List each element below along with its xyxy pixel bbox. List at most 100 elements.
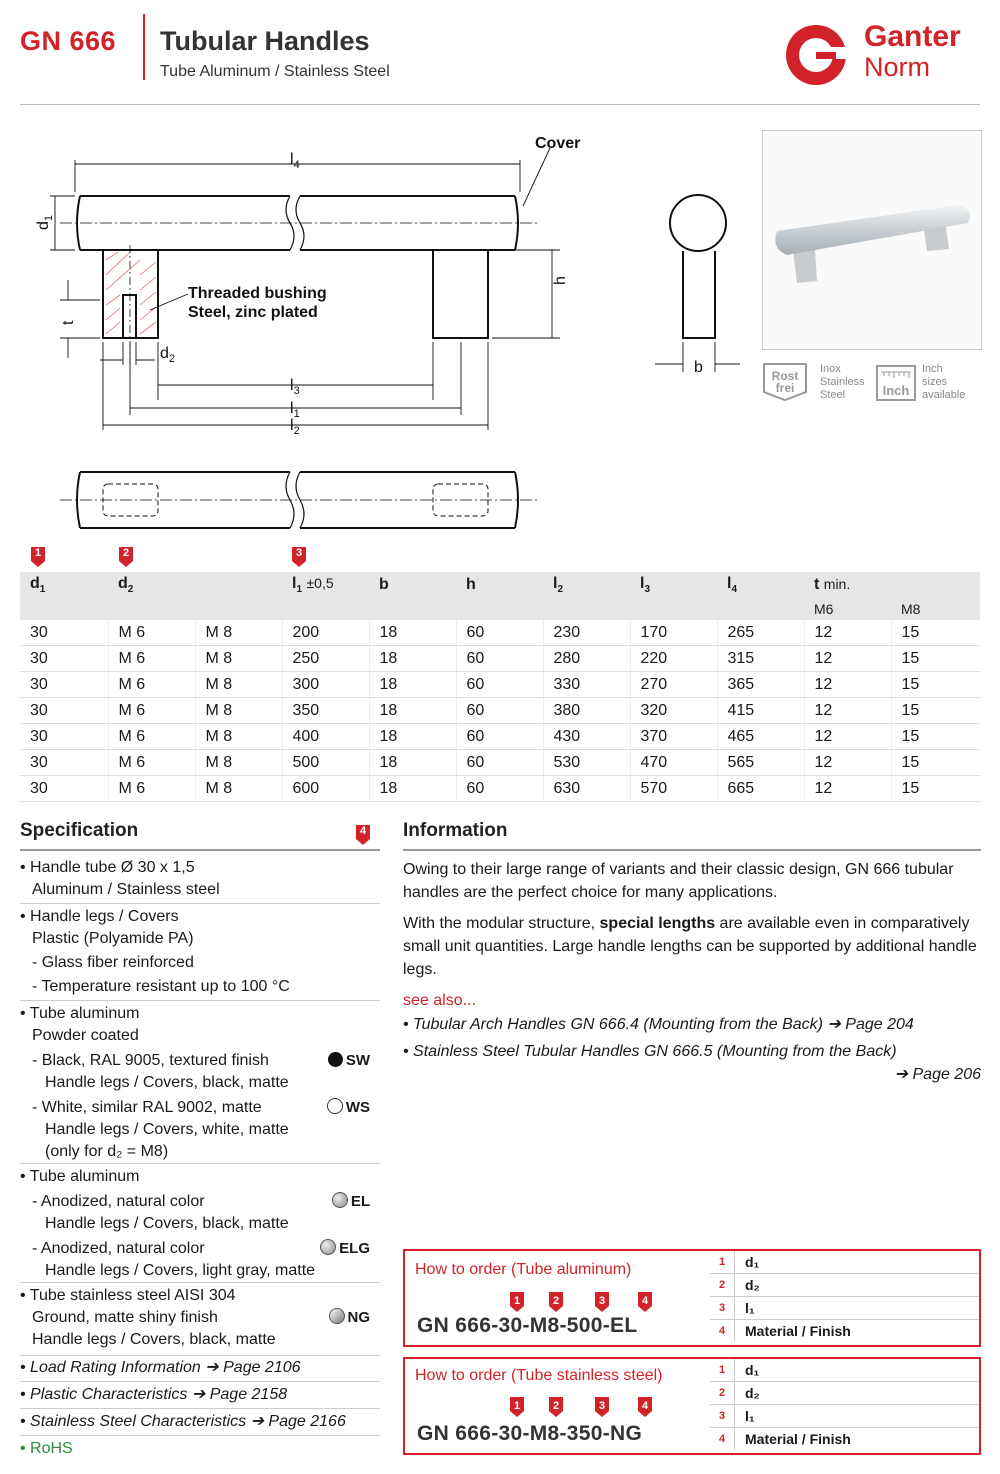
table-cell: 60 bbox=[456, 645, 544, 672]
svg-text:Cover: Cover bbox=[535, 135, 580, 152]
svg-text:4: 4 bbox=[642, 1295, 649, 1307]
table-cell: 15 bbox=[891, 620, 980, 646]
table-cell: 270 bbox=[630, 671, 718, 698]
table-cell: 400 bbox=[282, 723, 370, 750]
tubular-handle-image bbox=[775, 205, 971, 283]
table-cell: 300 bbox=[282, 671, 370, 698]
table-cell: 60 bbox=[456, 775, 544, 802]
table-cell: 220 bbox=[630, 645, 718, 672]
table-cell: 30 bbox=[20, 723, 109, 750]
table-cell: 18 bbox=[369, 775, 457, 802]
dimension-table: d1 d2 l1 ±0,5 b h l2 l3 l4 t min. M6 M8 … bbox=[20, 572, 980, 802]
table-cell: 315 bbox=[717, 645, 805, 672]
marker-1: 1 bbox=[30, 546, 46, 568]
link-stainless-characteristics[interactable]: • Stainless Steel Characteristics ➔ Page… bbox=[20, 1411, 380, 1436]
table-cell: 12 bbox=[804, 723, 892, 750]
info-rule bbox=[403, 849, 981, 851]
white-dot-icon bbox=[326, 1098, 343, 1114]
svg-text:4: 4 bbox=[642, 1400, 649, 1412]
link-arch-handles[interactable]: • Tubular Arch Handles GN 666.4 (Mountin… bbox=[403, 1016, 914, 1033]
silver-dot-icon bbox=[331, 1192, 348, 1208]
spec-title: Specification bbox=[20, 820, 139, 841]
table-cell: 18 bbox=[369, 671, 457, 698]
svg-text:Inch: Inch bbox=[883, 383, 910, 398]
table-cell: 665 bbox=[717, 775, 805, 802]
table-cell: 30 bbox=[20, 671, 109, 698]
table-cell: 60 bbox=[456, 749, 544, 776]
col-t: t min. bbox=[804, 572, 980, 598]
spec-handle-tube: • Handle tube Ø 30 x 1,5 Aluminum / Stai… bbox=[20, 857, 380, 904]
table-cell: M 6 bbox=[108, 723, 196, 750]
black-dot-icon bbox=[327, 1052, 343, 1067]
link-stainless-handles[interactable]: • Stainless Steel Tubular Handles GN 666… bbox=[403, 1043, 897, 1060]
table-cell: M 6 bbox=[108, 671, 196, 698]
order-code-aluminum: GN 666-30-M8-500-EL bbox=[417, 1314, 638, 1337]
rohs-label: • RoHS bbox=[20, 1440, 73, 1457]
table-cell: 500 bbox=[282, 749, 370, 776]
table-cell: M 8 bbox=[195, 697, 283, 724]
svg-text:2: 2 bbox=[553, 1295, 559, 1307]
info-paragraph-1: Owing to their large range of variants a… bbox=[403, 861, 954, 901]
table-cell: 330 bbox=[543, 671, 631, 698]
table-cell: 15 bbox=[891, 723, 980, 750]
table-cell: 30 bbox=[20, 697, 109, 724]
spec-tube-powder: • Tube aluminum Powder coated - Black, R… bbox=[20, 1003, 380, 1164]
header-rule bbox=[20, 104, 980, 105]
table-cell: 60 bbox=[456, 671, 544, 698]
col-l4: l4 bbox=[717, 572, 804, 598]
link-load-rating[interactable]: • Load Rating Information ➔ Page 2106 bbox=[20, 1357, 380, 1382]
table-cell: 470 bbox=[630, 749, 718, 776]
svg-text:1: 1 bbox=[514, 1400, 520, 1412]
table-cell: 60 bbox=[456, 697, 544, 724]
col-d2: d2 bbox=[108, 572, 282, 598]
svg-text:Rost: Rost bbox=[772, 369, 799, 383]
table-cell: 530 bbox=[543, 749, 631, 776]
link-plastic-characteristics[interactable]: • Plastic Characteristics ➔ Page 2158 bbox=[20, 1384, 380, 1409]
table-cell: 465 bbox=[717, 723, 805, 750]
table-cell: M 6 bbox=[108, 697, 196, 724]
table-cell: 280 bbox=[543, 645, 631, 672]
stainless-dot-icon bbox=[328, 1308, 345, 1324]
col-t-m8: M8 bbox=[891, 598, 980, 620]
header-divider bbox=[143, 14, 145, 80]
table-cell: 12 bbox=[804, 775, 892, 802]
rost-frei-icon: Rost frei bbox=[763, 363, 807, 402]
table-cell: M 8 bbox=[195, 749, 283, 776]
svg-text:b: b bbox=[694, 359, 703, 376]
marker-2: 2 bbox=[118, 546, 134, 568]
table-cell: 230 bbox=[543, 620, 631, 646]
product-photo bbox=[762, 130, 982, 350]
table-cell: 30 bbox=[20, 775, 109, 802]
svg-text:Threaded bushing: Threaded bushing bbox=[188, 285, 327, 302]
table-cell: 200 bbox=[282, 620, 370, 646]
svg-text:t: t bbox=[60, 320, 77, 325]
table-cell: 630 bbox=[543, 775, 631, 802]
link-stainless-handles-page[interactable]: ➔ Page 206 bbox=[894, 1066, 981, 1083]
col-l1: l1 ±0,5 bbox=[282, 572, 369, 598]
info-title: Information bbox=[403, 820, 508, 841]
ganter-logo-icon bbox=[786, 25, 848, 85]
table-cell: 30 bbox=[20, 749, 109, 776]
brand-name-2: Norm bbox=[864, 52, 930, 82]
table-cell: M 6 bbox=[108, 645, 196, 672]
page-subtitle: Tube Aluminum / Stainless Steel bbox=[160, 63, 390, 80]
table-cell: M 8 bbox=[195, 723, 283, 750]
table-cell: 380 bbox=[543, 697, 631, 724]
table-cell: M 6 bbox=[108, 620, 196, 646]
col-b: b bbox=[369, 572, 456, 598]
table-cell: 60 bbox=[456, 723, 544, 750]
table-cell: 265 bbox=[717, 620, 805, 646]
